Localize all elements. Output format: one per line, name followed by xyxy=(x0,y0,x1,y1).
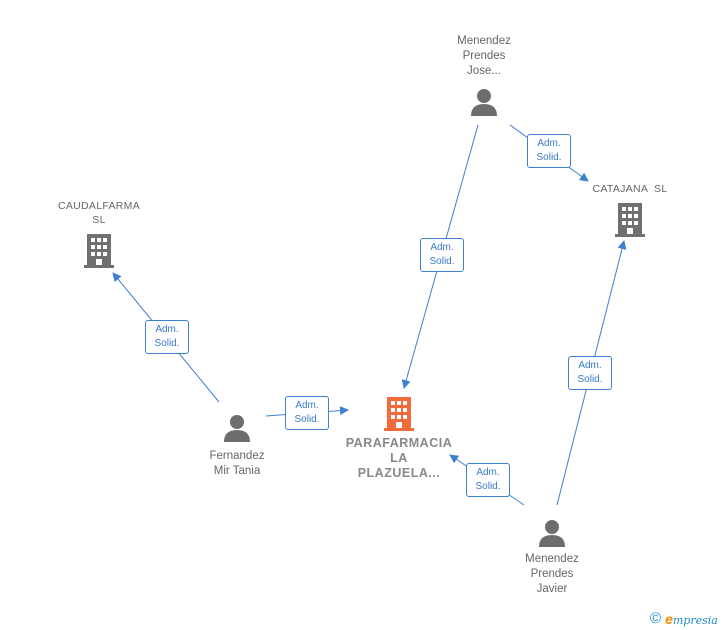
node-label-line: Prendes xyxy=(462,50,506,62)
edge-label-fernandez-caudalfarma[interactable]: Adm.Solid. xyxy=(145,320,189,354)
node-parafarmacia-la-plazuela[interactable]: PARAFARMACIA LA PLAZUELA... xyxy=(334,396,464,481)
node-label-line: Javier xyxy=(536,583,568,595)
empresia-watermark: ©empresia xyxy=(650,610,718,628)
edge-label-javier-parafarmacia[interactable]: Adm.Solid. xyxy=(466,463,510,497)
node-caudalfarma-sl[interactable]: CAUDALFARMA SL xyxy=(44,199,154,269)
edge-label-jose-parafarmacia[interactable]: Adm.Solid. xyxy=(420,238,464,272)
node-label-line: Jose... xyxy=(467,65,501,77)
edge-label-javier-catajana[interactable]: Adm.Solid. xyxy=(568,356,612,390)
brand-name: mpresia xyxy=(672,614,718,627)
node-label-line: PLAZUELA... xyxy=(357,466,441,480)
building-icon xyxy=(84,234,114,268)
node-label-line: Menendez xyxy=(457,35,511,47)
edge-label-fernandez-parafarmacia[interactable]: Adm.Solid. xyxy=(285,396,329,430)
node-menendez-prendes-javier[interactable]: Menendez Prendes Javier xyxy=(497,518,607,597)
node-label-line: PARAFARMACIA xyxy=(345,436,453,450)
node-catajana-sl[interactable]: CATAJANA SL xyxy=(575,182,685,238)
person-icon xyxy=(539,520,565,547)
node-label-line: SL xyxy=(92,214,106,226)
node-label-line: LA xyxy=(390,451,408,465)
person-icon xyxy=(471,89,497,116)
node-label-line: Menendez xyxy=(525,553,579,565)
brand-e: e xyxy=(665,611,673,627)
node-menendez-prendes-jose[interactable]: Menendez Prendes Jose... xyxy=(429,34,539,117)
node-label-line: CATAJANA SL xyxy=(592,183,668,195)
node-label-line: CAUDALFARMA xyxy=(57,200,141,212)
node-fernandez-mir-tania[interactable]: Fernandez Mir Tania xyxy=(182,413,292,479)
building-icon xyxy=(615,203,645,237)
person-icon xyxy=(224,415,250,442)
node-label-line: Mir Tania xyxy=(213,465,261,477)
building-icon xyxy=(384,397,414,431)
edge-label-jose-catajana[interactable]: Adm.Solid. xyxy=(527,134,571,168)
copyright-icon: © xyxy=(650,610,662,627)
node-label-line: Prendes xyxy=(530,568,574,580)
node-label-line: Fernandez xyxy=(209,450,265,462)
